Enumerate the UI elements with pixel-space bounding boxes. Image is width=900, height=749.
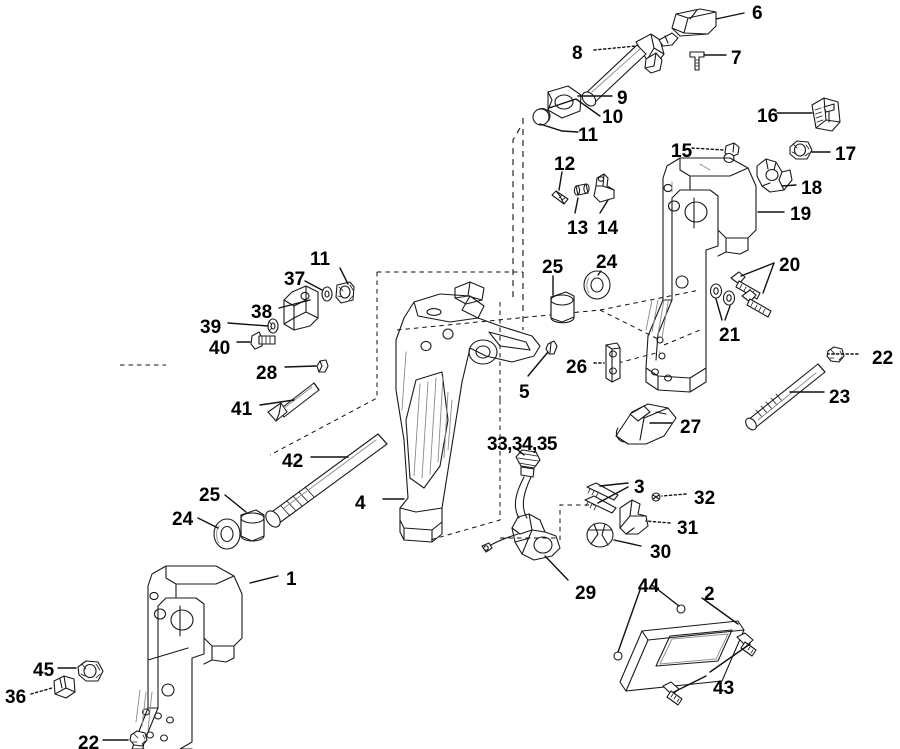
callout-22[interactable]: 22 [78,733,100,749]
part-17-hex-nut [789,140,813,160]
assembly-guide-lines [120,118,701,541]
part-24-thrust-washer-lower [213,518,241,550]
part-39-lock-washer [267,318,279,334]
callout-31[interactable]: 31 [677,518,699,539]
callout-15[interactable]: 15 [671,141,693,162]
part-21-washer-set [709,283,736,306]
part-8-tilt-tube-shaft [581,32,679,107]
part-7-screw [689,51,705,71]
part-26-anode-plate [605,342,621,383]
callout-11[interactable]: 11 [578,125,599,146]
callout-14[interactable]: 14 [597,218,619,239]
part-22-lock-nut-lower [129,730,148,747]
part-32-screw-tiny [651,492,661,502]
part-1-clamp-bracket-port [131,565,243,749]
part-45-lock-nut [77,660,104,682]
part-29-trim-sender [481,513,561,561]
callout-1[interactable]: 1 [286,569,297,590]
part-30-bushing-split [586,522,614,548]
callout-33-34-35[interactable]: 33,34,35 [487,434,557,455]
callout-23[interactable]: 23 [829,387,851,408]
callout-27[interactable]: 27 [680,417,702,438]
part-6-upper-mount-cover [671,8,717,37]
callout-10[interactable]: 10 [602,107,624,128]
callout-12[interactable]: 12 [554,154,576,175]
part-19-clamp-bracket-starboard [645,157,757,393]
part-2-trim-rod-guide [619,620,745,692]
callout-25[interactable]: 25 [199,485,221,506]
part-9-bracket-plate [547,85,582,119]
callout-29[interactable]: 29 [575,583,597,604]
part-15-grease-fitting [723,142,740,164]
part-3-screws [584,482,619,514]
callout-41[interactable]: 41 [231,399,253,420]
part-20-bolts [730,271,772,318]
callout-42[interactable]: 42 [282,451,304,472]
callout-36[interactable]: 36 [5,687,27,708]
leader-lines [30,12,859,741]
callout-20[interactable]: 20 [779,255,801,276]
part-33-34-35-trim-sender-harness [514,449,541,519]
part-37-washer [321,286,333,302]
part-11-bushing-top [532,108,550,126]
callout-25[interactable]: 25 [542,257,564,278]
part-24-thrust-washer-upper [583,270,611,300]
callout-6[interactable]: 6 [752,3,763,24]
callout-9[interactable]: 9 [617,88,628,109]
part-41-bolt-long [267,382,320,422]
callout-22[interactable]: 22 [872,348,894,369]
callout-43[interactable]: 43 [713,678,735,699]
part-18-anode-clip [756,158,793,193]
callout-3[interactable]: 3 [634,477,645,498]
callout-26[interactable]: 26 [566,357,588,378]
part-5-retaining-clip [545,340,558,355]
callout-32[interactable]: 32 [694,488,716,509]
callout-16[interactable]: 16 [757,106,779,127]
callout-18[interactable]: 18 [801,178,823,199]
part-28-pin [316,359,329,373]
callout-44[interactable]: 44 [638,576,660,597]
callout-37[interactable]: 37 [284,269,306,290]
part-14-clip-bracket [593,173,615,203]
callout-13[interactable]: 13 [567,218,589,239]
callout-7[interactable]: 7 [731,48,742,69]
part-11-bushing-left [335,281,355,304]
callout-38[interactable]: 38 [251,302,273,323]
part-13-spacer [573,183,590,196]
callout-28[interactable]: 28 [256,363,278,384]
callout-2[interactable]: 2 [704,584,715,605]
callout-17[interactable]: 17 [835,144,857,165]
callout-11[interactable]: 11 [310,249,331,270]
part-31-ground-strap [619,499,649,535]
callout-24[interactable]: 24 [172,509,194,530]
part-12-screw-small [551,190,569,205]
callout-21[interactable]: 21 [719,325,741,346]
part-27-shift-rod-connector [615,403,677,445]
part-25-bushing-sleeve-upper [550,291,575,324]
callout-45[interactable]: 45 [33,660,55,681]
part-36-bushing-nylon [53,675,76,699]
part-40-screw [250,331,276,350]
part-38-steering-link-bracket [283,285,319,331]
part-25-bushing-sleeve-lower [240,509,265,542]
callout-40[interactable]: 40 [209,338,231,359]
callout-8[interactable]: 8 [572,43,583,64]
part-44-rivets [613,604,686,661]
part-4-swivel-bracket [395,281,541,543]
callout-15[interactable]: 15 [671,141,693,162]
callout-30[interactable]: 30 [650,542,672,563]
callout-5[interactable]: 5 [519,382,530,403]
part-42-clamp-screw-rod [265,433,388,528]
part-22-lock-nut-right [826,346,845,363]
part-16-swivel-cap-nut [811,97,841,132]
callout-4[interactable]: 4 [355,493,366,514]
part-23-tilt-pin-rod [745,363,826,431]
callout-19[interactable]: 19 [790,204,812,225]
callout-24[interactable]: 24 [596,252,618,273]
callout-39[interactable]: 39 [200,317,222,338]
